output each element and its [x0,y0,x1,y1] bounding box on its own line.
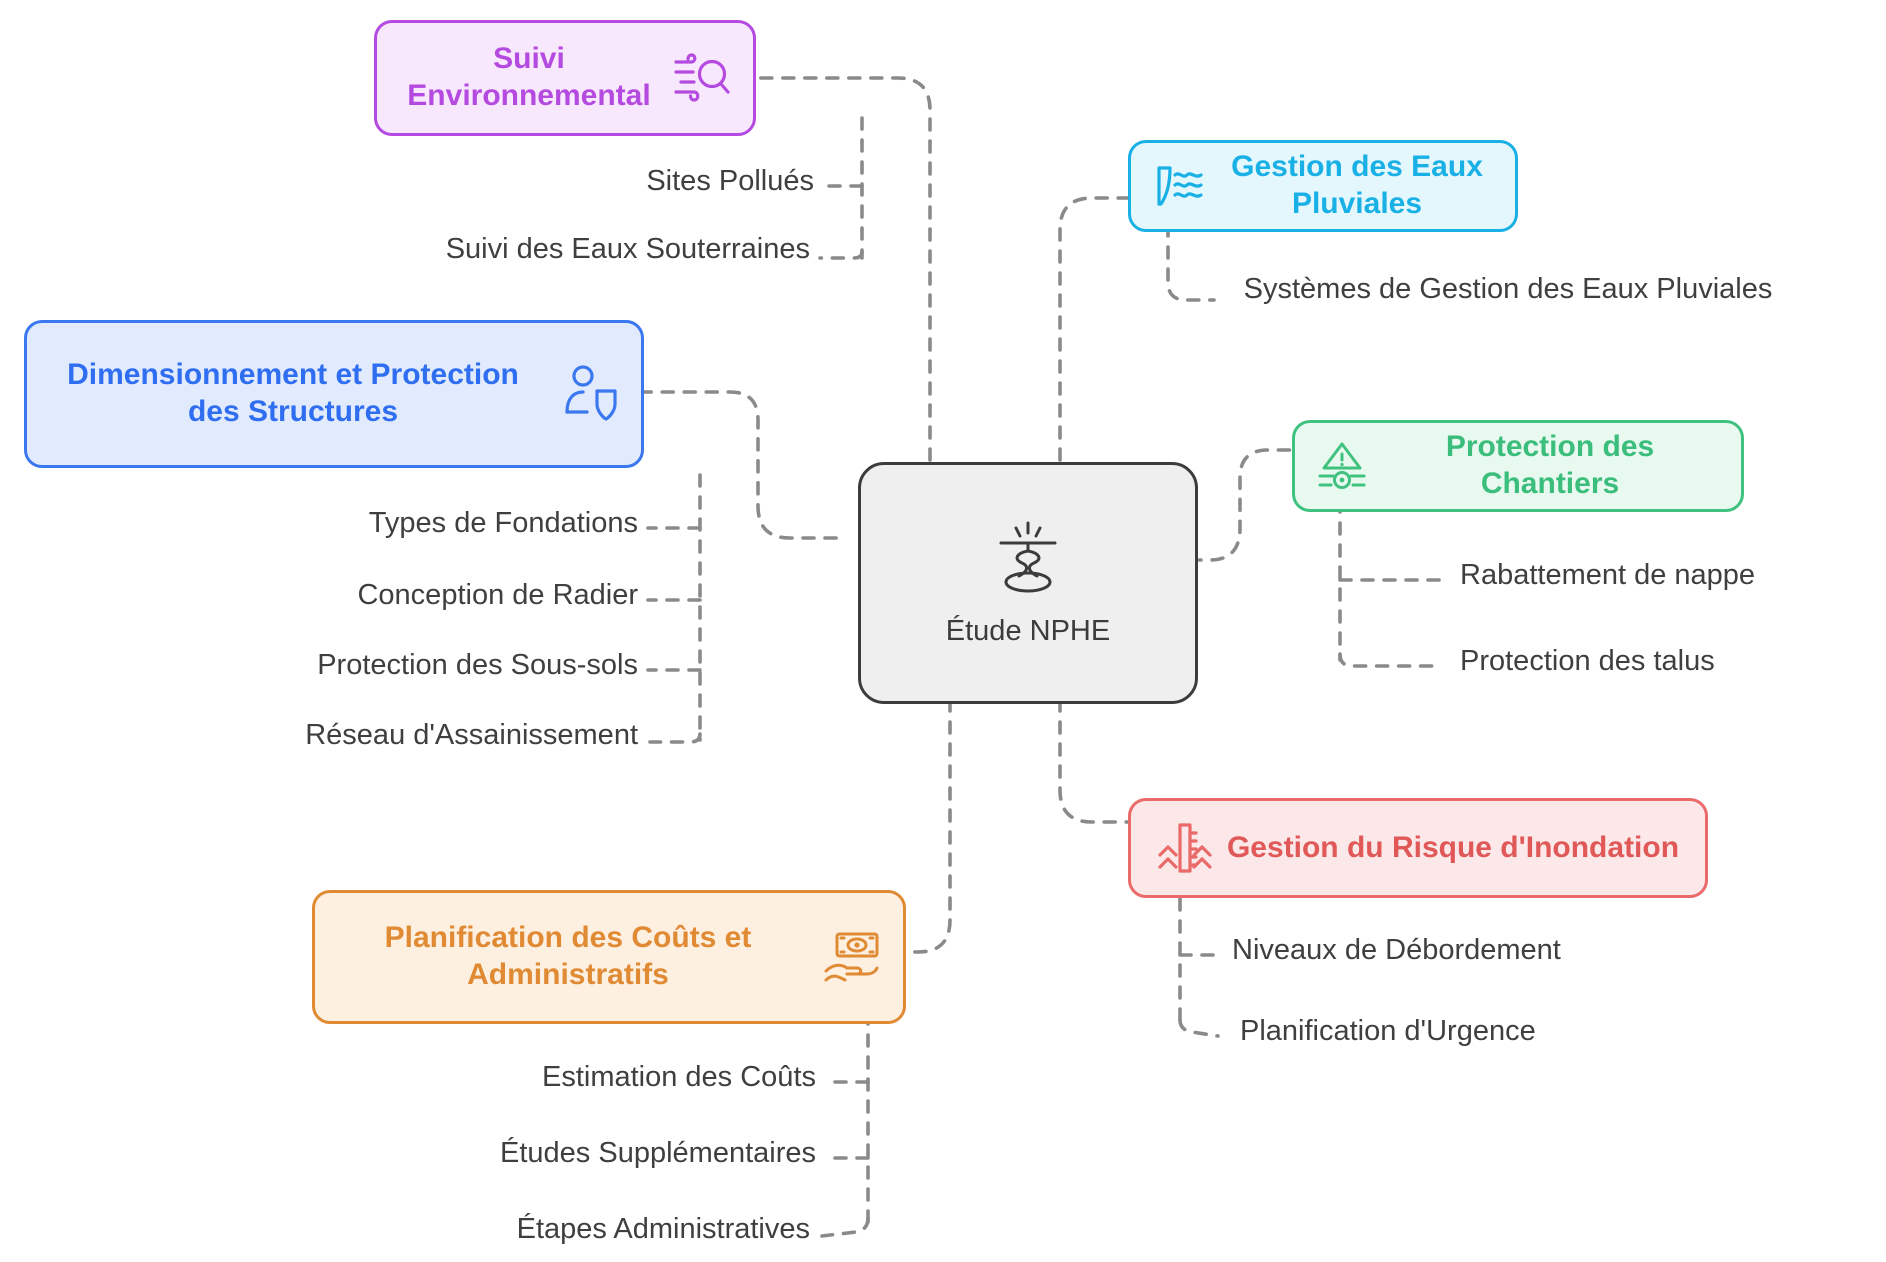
leaf-protection-des-talus: Protection des talus [1460,645,1715,677]
edge-central-to-gestion-risque-inondation [1058,698,1130,824]
warning-valve-icon [1317,440,1367,492]
leaf-systemes-gestion-eaux-pluviales: Systèmes de Gestion des Eaux Pluviales [1243,273,1773,305]
edge-central-to-planification-couts [903,698,952,954]
branch-node-protection-chantiers[interactable]: Protection des Chantiers [1292,420,1744,512]
leaf-suivi-eaux-souterraines: Suivi des Eaux Souterraines [445,233,810,265]
branch-label-gestion-risque-inondation: Gestion du Risque d'Inondation [1226,830,1680,864]
edge-central-to-dimensionnement [638,390,838,540]
branch-node-gestion-eaux-pluviales[interactable]: Gestion des Eaux Pluviales [1128,140,1518,232]
edge-chantiers-to-protection-talus [1338,652,1442,668]
wind-magnifier-icon [673,52,731,104]
person-shield-icon [563,364,619,424]
branch-label-suivi-environnemental: Suivi Environnemental [407,42,651,112]
leaf-types-de-fondations: Types de Fondations [368,507,638,539]
central-node[interactable]: Étude NPHE [858,462,1198,704]
branch-label-planification-couts: Planification des Coûts et Administratif… [384,921,752,991]
leaf-estimation-des-couts: Estimation des Coûts [541,1061,816,1093]
branch-node-planification-couts-administratifs[interactable]: Planification des Coûts et Administratif… [312,890,906,1024]
money-hand-icon [823,930,881,984]
leaf-conception-de-radier: Conception de Radier [357,579,638,611]
branch-node-dimensionnement-protection-structures[interactable]: Dimensionnement et Protection des Struct… [24,320,644,468]
leaf-planification-urgence: Planification d'Urgence [1240,1015,1536,1047]
leaf-etudes-supplementaires: Études Supplémentaires [500,1137,816,1169]
edge-dimensionnement-to-reseau-assainissement [648,732,702,744]
edge-suivi-env-to-eaux-souterraines [818,250,864,260]
branch-node-suivi-environnemental[interactable]: Suivi Environnemental [374,20,756,136]
leaf-rabattement-de-nappe: Rabattement de nappe [1460,559,1756,591]
leaf-protection-des-sous-sols: Protection des Sous-sols [317,649,638,681]
edge-inondation-to-planification-urgence [1178,1018,1220,1038]
branch-node-gestion-risque-inondation[interactable]: Gestion du Risque d'Inondation [1128,798,1708,898]
edge-couts-to-etapes-administratives [820,1216,870,1238]
water-spring-icon [991,519,1065,605]
leaf-niveaux-de-debordement: Niveaux de Débordement [1232,934,1561,966]
branch-label-dimensionnement: Dimensionnement et Protection des Struct… [67,358,519,428]
branch-label-protection-chantiers: Protection des Chantiers [1445,430,1655,500]
branch-label-gestion-eaux-pluviales: Gestion des Eaux Pluviales [1231,150,1483,220]
dam-waves-icon [1153,163,1207,209]
leaf-reseau-assainissement: Réseau d'Assainissement [305,719,638,751]
edge-central-to-gestion-eaux-pluviales [1058,196,1130,462]
edge-central-to-suivi-environnemental [753,76,932,462]
leaf-sites-pollues: Sites Pollués [646,165,814,197]
leaf-etapes-administratives: Étapes Administratives [516,1213,810,1245]
flood-gauge-icon [1157,821,1213,875]
central-node-label: Étude NPHE [945,614,1111,647]
